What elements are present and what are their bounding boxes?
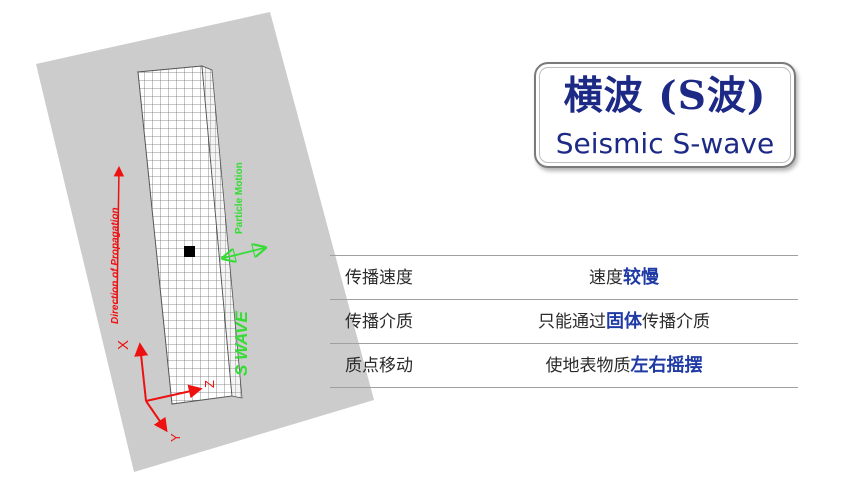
table-row: 质点移动 使地表物质左右摇摆 (330, 344, 798, 388)
value-text: 使地表物质 (545, 356, 631, 376)
row-value: 使地表物质左右摇摆 (450, 344, 798, 388)
z-axis-line (145, 384, 203, 402)
row-value: 只能通过固体传播介质 (450, 300, 798, 344)
row-value: 速度较慢 (450, 256, 798, 300)
particle-motion-arrow (239, 248, 264, 254)
s-wave-label: S WAVE (232, 310, 251, 376)
particle-motion-arrow-back (224, 254, 241, 258)
z-axis-label: Z (202, 380, 217, 388)
value-text: 只能通过 (538, 312, 606, 332)
propagation-arrow (113, 165, 125, 305)
table-row: 传播介质 只能通过固体传播介质 (330, 300, 798, 344)
table-row: 传播速度 速度较慢 (330, 255, 798, 300)
properties-table: 传播速度 速度较慢 传播介质 只能通过固体传播介质 质点移动 使地表物质左右摇摆 (330, 255, 798, 388)
value-highlight: 左右摇摆 (630, 355, 703, 376)
value-highlight: 固体 (606, 311, 642, 332)
title-english: Seismic S-wave (555, 127, 775, 160)
particle-motion-label: Particle Motion (234, 162, 245, 234)
value-text: 传播介质 (642, 312, 710, 332)
x-axis-line (134, 342, 149, 402)
row-label: 质点移动 (345, 356, 413, 376)
row-label: 传播介质 (345, 312, 413, 332)
column-side-face (201, 65, 243, 399)
y-axis-label: Y (168, 433, 183, 442)
direction-label: Direction of Propagation (110, 207, 121, 324)
x-axis-label: X (115, 340, 132, 350)
row-label: 传播速度 (345, 268, 413, 288)
value-highlight: 较慢 (623, 267, 659, 288)
particle-square (184, 246, 195, 257)
title-chinese: 横波 (S波) (563, 73, 767, 119)
y-axis-line (145, 400, 168, 433)
title-box: 横波 (S波) Seismic S-wave (534, 62, 796, 168)
value-text: 速度 (589, 268, 623, 288)
